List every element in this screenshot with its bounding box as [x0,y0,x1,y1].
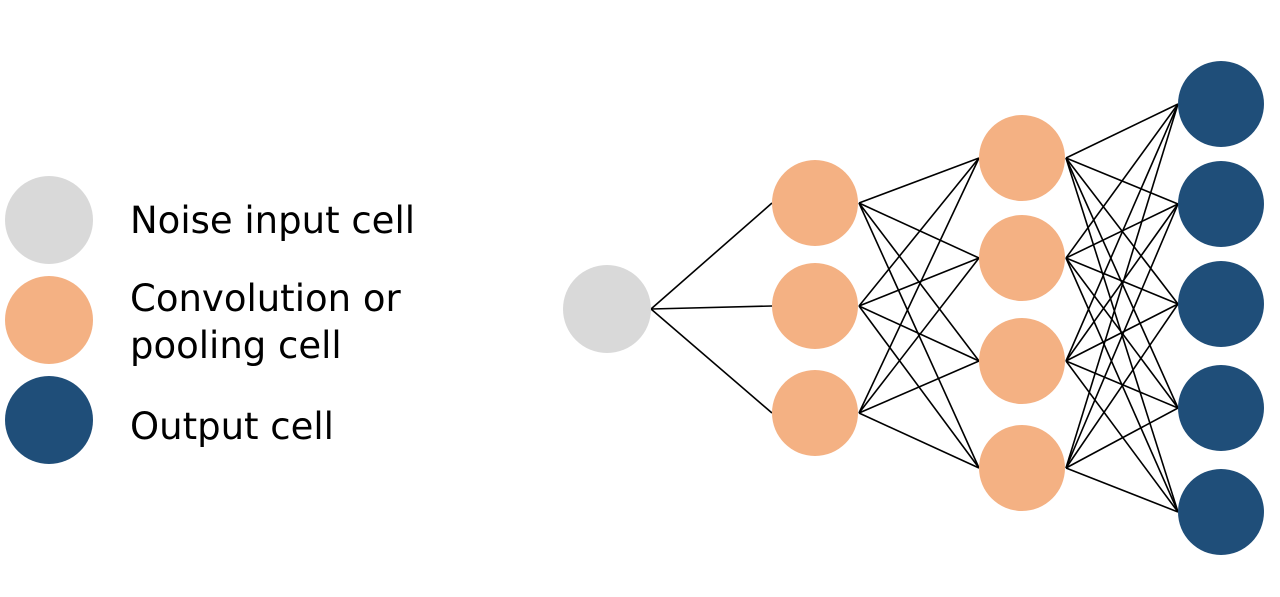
edge [1065,257,1179,305]
edge [1065,360,1179,513]
edge [858,157,980,307]
legend-label-noise-input: Noise input cell [130,199,415,242]
edge [1065,103,1179,259]
conv-1-node-2 [772,263,858,349]
output-node-3 [1178,261,1264,347]
network-edges [650,103,1179,513]
legend-label-convolution: Convolution or pooling cell [130,277,401,367]
conv-2-node-1 [979,115,1065,201]
edge [858,257,980,414]
edge [1065,360,1179,409]
conv-1-node-3 [772,370,858,456]
edge [650,305,773,310]
edge [858,157,980,204]
edge [858,412,980,469]
conv-2-node-4 [979,425,1065,511]
conv-2-node-3 [979,318,1065,404]
network-nodes [563,61,1264,555]
edge [858,257,980,307]
edge [1065,467,1179,513]
edge [858,305,980,362]
edge [1065,203,1179,362]
output-node-5 [1178,469,1264,555]
edge [1065,103,1179,159]
output-node-1 [1178,61,1264,147]
input-node-1 [563,265,651,353]
output-node-2 [1178,161,1264,247]
conv-1-node-1 [772,160,858,246]
edge [1065,303,1179,362]
legend-swatch-noise-input [5,176,93,264]
edge [1065,407,1179,469]
edge [1065,303,1179,469]
edge [650,202,773,310]
edge [650,308,773,414]
conv-2-node-2 [979,215,1065,301]
edge [1065,103,1179,362]
edge [1065,203,1179,469]
legend-swatch-output [5,376,93,464]
output-node-4 [1178,365,1264,451]
legend-swatch-convolution [5,276,93,364]
edge [858,360,980,414]
edge [858,202,980,259]
legend-label-output: Output cell [130,405,334,448]
edge [1065,103,1179,469]
edge [858,157,980,414]
